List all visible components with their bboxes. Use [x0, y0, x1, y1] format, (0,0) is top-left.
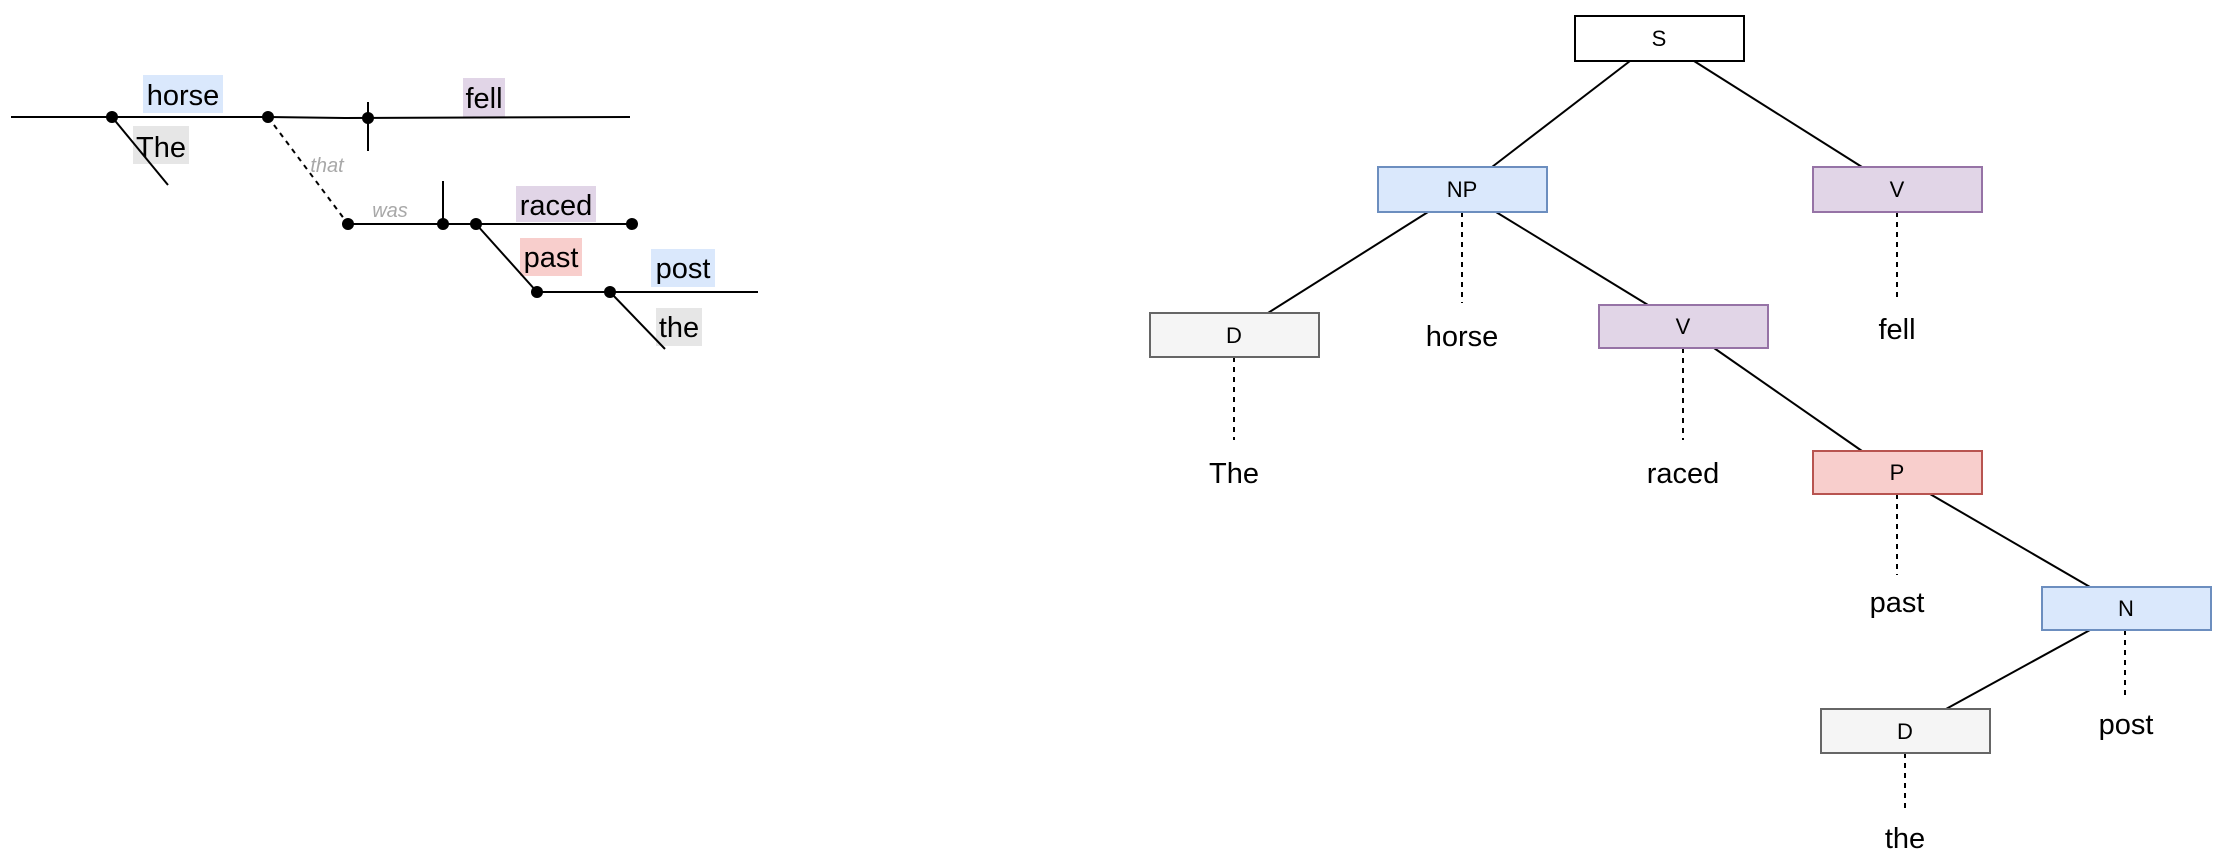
node-d-subject-label: D — [1226, 323, 1242, 348]
predicate-highlight — [463, 78, 505, 118]
node-d-subject: D — [1149, 312, 1320, 358]
node-s: S — [1574, 15, 1745, 62]
branch-p-n — [1929, 493, 2091, 588]
branch-np-v — [1495, 211, 1649, 306]
predicate-word: fell — [465, 83, 502, 115]
junction-dot — [626, 218, 638, 230]
branch-s-np — [1491, 60, 1631, 168]
main-baseline — [11, 116, 631, 120]
leaf-fell: fell — [1878, 314, 1915, 346]
junction-dot — [470, 218, 482, 230]
subject-det-slant — [111, 116, 169, 186]
relative-verb-highlight — [516, 186, 596, 222]
junction-dot — [106, 111, 118, 123]
preposition-word: past — [524, 242, 579, 274]
object-det-highlight — [656, 308, 702, 346]
node-p: P — [1812, 450, 1983, 495]
leaf-horse: horse — [1426, 321, 1499, 353]
node-np-label: NP — [1447, 177, 1478, 202]
branch-n-d — [1945, 629, 2091, 710]
node-np: NP — [1377, 166, 1548, 213]
constituency-tree: S NP V D V P N D The — [1149, 15, 2212, 855]
leaf-post: post — [2099, 709, 2154, 741]
relative-verb-word: raced — [520, 190, 593, 222]
node-n-label: N — [2118, 596, 2134, 621]
node-d-object: D — [1820, 708, 1991, 754]
node-v-rel: V — [1598, 304, 1769, 349]
reed-kellogg-diagram: horse The fell that was raced past post … — [11, 75, 758, 350]
leaf-raced: raced — [1647, 458, 1720, 490]
subject-highlight — [143, 75, 223, 113]
junction-dot — [342, 218, 354, 230]
node-n: N — [2041, 586, 2212, 631]
preposition-slant — [475, 223, 538, 293]
leaf-the-subject: The — [1209, 458, 1259, 490]
subject-det-highlight — [133, 126, 189, 164]
branch-s-v — [1693, 60, 1863, 168]
subject-word: horse — [147, 80, 220, 112]
node-v-main-label: V — [1890, 177, 1905, 202]
object-det-word: the — [659, 312, 699, 344]
preposition-highlight — [520, 238, 582, 276]
junction-dot — [531, 286, 543, 298]
junction-dot — [604, 286, 616, 298]
relative-connector — [267, 116, 349, 225]
node-v-rel-label: V — [1676, 314, 1691, 339]
prep-object-highlight — [651, 249, 715, 287]
leaf-the-object: the — [1885, 823, 1925, 855]
prep-object-word: post — [656, 253, 711, 285]
junction-dot — [262, 111, 274, 123]
junction-dot — [437, 218, 449, 230]
branch-v-p — [1713, 347, 1863, 452]
node-p-label: P — [1890, 460, 1905, 485]
auxiliary-word: was — [372, 200, 408, 222]
node-s-label: S — [1652, 26, 1667, 51]
junction-dot — [362, 112, 374, 124]
node-d-object-label: D — [1897, 719, 1913, 744]
node-v-main: V — [1812, 166, 1983, 213]
object-det-slant — [609, 291, 666, 350]
relative-pronoun-word: that — [310, 155, 345, 177]
subject-det-word: The — [136, 132, 186, 164]
leaf-past: past — [1870, 587, 1925, 619]
branch-np-d — [1267, 211, 1429, 314]
